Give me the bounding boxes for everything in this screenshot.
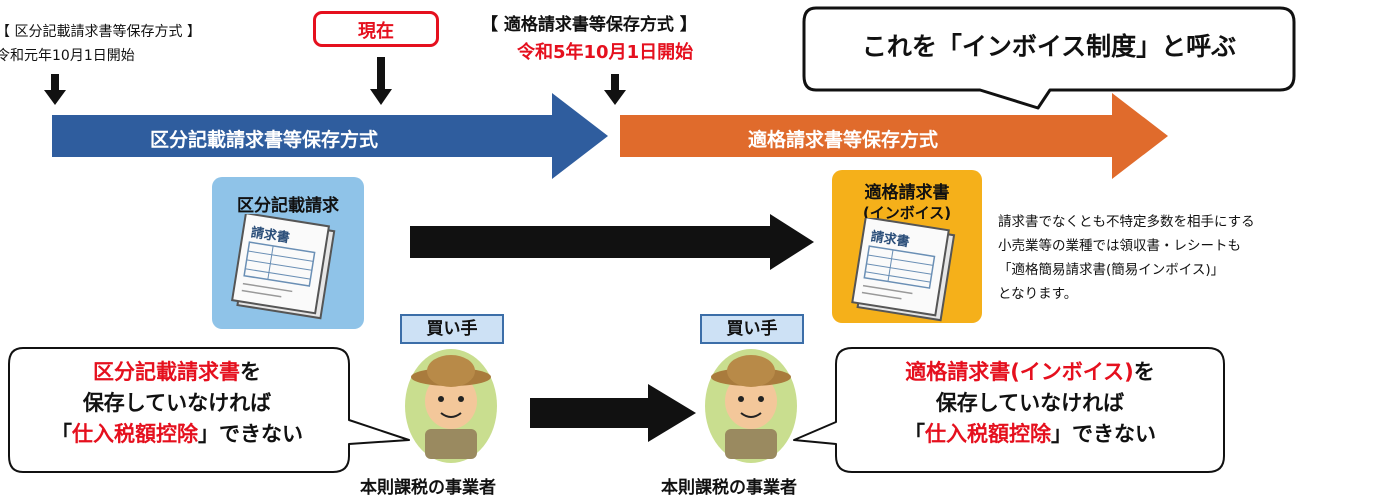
farmer-avatar-icon (405, 349, 497, 463)
down-arrow-icon (604, 74, 626, 105)
right-regime-heading: 【 適格請求書等保存方式 】 (481, 15, 697, 35)
right-bubble-text: 適格請求書(インボイス)を 保存していなければ 「仕入税額控除」できない (838, 357, 1222, 450)
buyer-badge-right: 買い手 (700, 314, 804, 344)
right-card-title: 適格請求書 (864, 183, 950, 203)
left-bubble-text: 区分記載請求書を 保存していなければ 「仕入税額控除」できない (9, 357, 345, 450)
transition-arrow-top (410, 214, 814, 270)
right-regime-start-date: 令和5年10月1日開始 (517, 42, 694, 63)
blue-regime-arrow (52, 93, 608, 179)
buyer-caption-left: 本則課税の事業者 (360, 478, 496, 498)
left-regime-heading: 【 区分記載請求書等保存方式 】 (0, 24, 201, 40)
orange-arrow-label: 適格請求書等保存方式 (748, 129, 939, 151)
right-bubble-line3: 「仕入税額控除」できない (904, 422, 1156, 446)
current-marker-box (313, 11, 439, 47)
document-icon: 請求書 (851, 218, 956, 322)
right-note-line: 「適格簡易請求書(簡易インボイス)」 (998, 262, 1225, 278)
right-note: 請求書でなくとも不特定多数を相手にする 小売業等の業種では領収書・レシートも 「… (998, 210, 1255, 306)
right-card-subtitle: (インボイス) (862, 204, 952, 222)
speech-bubble-left (8, 347, 410, 473)
left-bubble-line3: 「仕入税額控除」できない (51, 422, 303, 446)
document-icon-label: 請求書 (870, 228, 911, 250)
down-arrow-icon (44, 74, 66, 105)
right-bubble-line1: 適格請求書(インボイス)を (905, 360, 1155, 384)
callout-bubble-top (802, 6, 1296, 110)
right-note-line: 小売業等の業種では領収書・レシートも (998, 238, 1241, 254)
document-icon-label: 請求書 (250, 224, 291, 246)
current-marker-label: 現在 (358, 21, 394, 42)
left-bubble-line1: 区分記載請求書を (93, 360, 261, 384)
left-card-title: 区分記載請求 (237, 196, 339, 216)
left-regime-start-date: 令和元年10月1日開始 (0, 48, 135, 64)
speech-bubble-right (793, 347, 1225, 473)
callout-top-text: これを「インボイス制度」と呼ぶ (861, 32, 1237, 61)
document-icon: 請求書 (231, 214, 336, 320)
left-bubble-line2: 保存していなければ (82, 391, 272, 415)
orange-regime-arrow (620, 93, 1168, 179)
right-bubble-line2: 保存していなければ (935, 391, 1125, 415)
down-arrow-icon (370, 57, 392, 105)
blue-arrow-label: 区分記載請求書等保存方式 (150, 129, 379, 151)
right-note-line: となります。 (998, 286, 1078, 302)
right-note-line: 請求書でなくとも不特定多数を相手にする (998, 214, 1255, 230)
buyer-caption-right: 本則課税の事業者 (661, 478, 797, 498)
farmer-avatar-icon (705, 349, 797, 463)
transition-arrow-bottom (530, 384, 696, 442)
buyer-badge-left: 買い手 (400, 314, 504, 344)
